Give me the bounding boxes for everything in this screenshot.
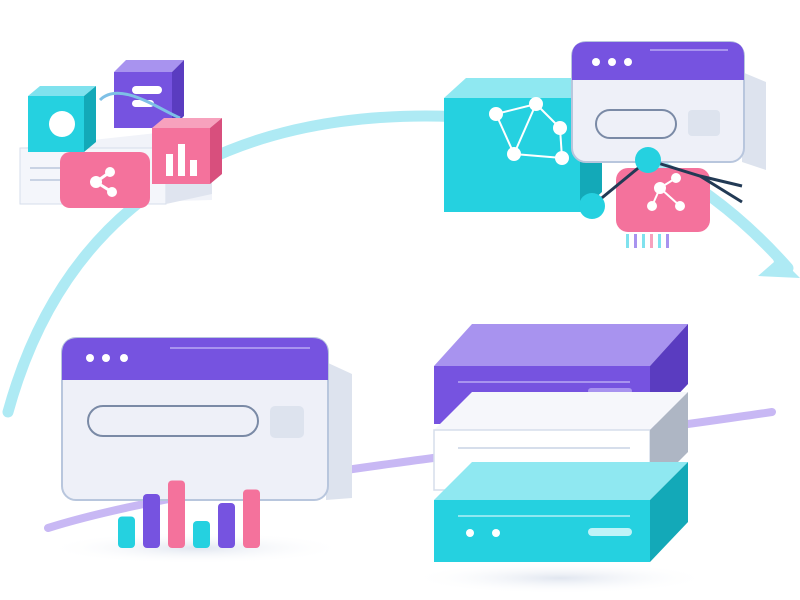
avatar-cube-icon [28, 86, 96, 152]
browser-window-icon [61, 337, 329, 501]
bar [243, 489, 260, 548]
status-led [466, 529, 474, 537]
bar [218, 503, 235, 548]
arrow-head-icon [758, 246, 800, 278]
search-input [87, 405, 259, 437]
network-cube-icon [444, 78, 602, 212]
bar [193, 521, 210, 548]
bar-chart-icon [118, 480, 260, 548]
bar-chart-cube-icon [152, 118, 222, 184]
chip-pins [626, 234, 669, 248]
connector-node [635, 147, 661, 173]
network-graph-icon [489, 97, 569, 165]
status-led [492, 529, 500, 537]
connector-node [579, 193, 605, 219]
top-right-network-cluster [444, 41, 766, 248]
server-stack-icon [410, 324, 710, 594]
chip-icon [616, 168, 710, 248]
bottom-left-dashboard [46, 337, 352, 564]
connector-network [579, 147, 743, 219]
browser-window-icon [571, 41, 766, 170]
list-cube-icon [114, 60, 184, 128]
bar [143, 494, 160, 548]
server-unit-cyan [434, 462, 688, 562]
connector-line [98, 91, 181, 120]
share-node-icon [60, 152, 150, 208]
top-left-widget-cluster [19, 60, 222, 208]
bar [168, 480, 185, 548]
bar [118, 516, 135, 548]
